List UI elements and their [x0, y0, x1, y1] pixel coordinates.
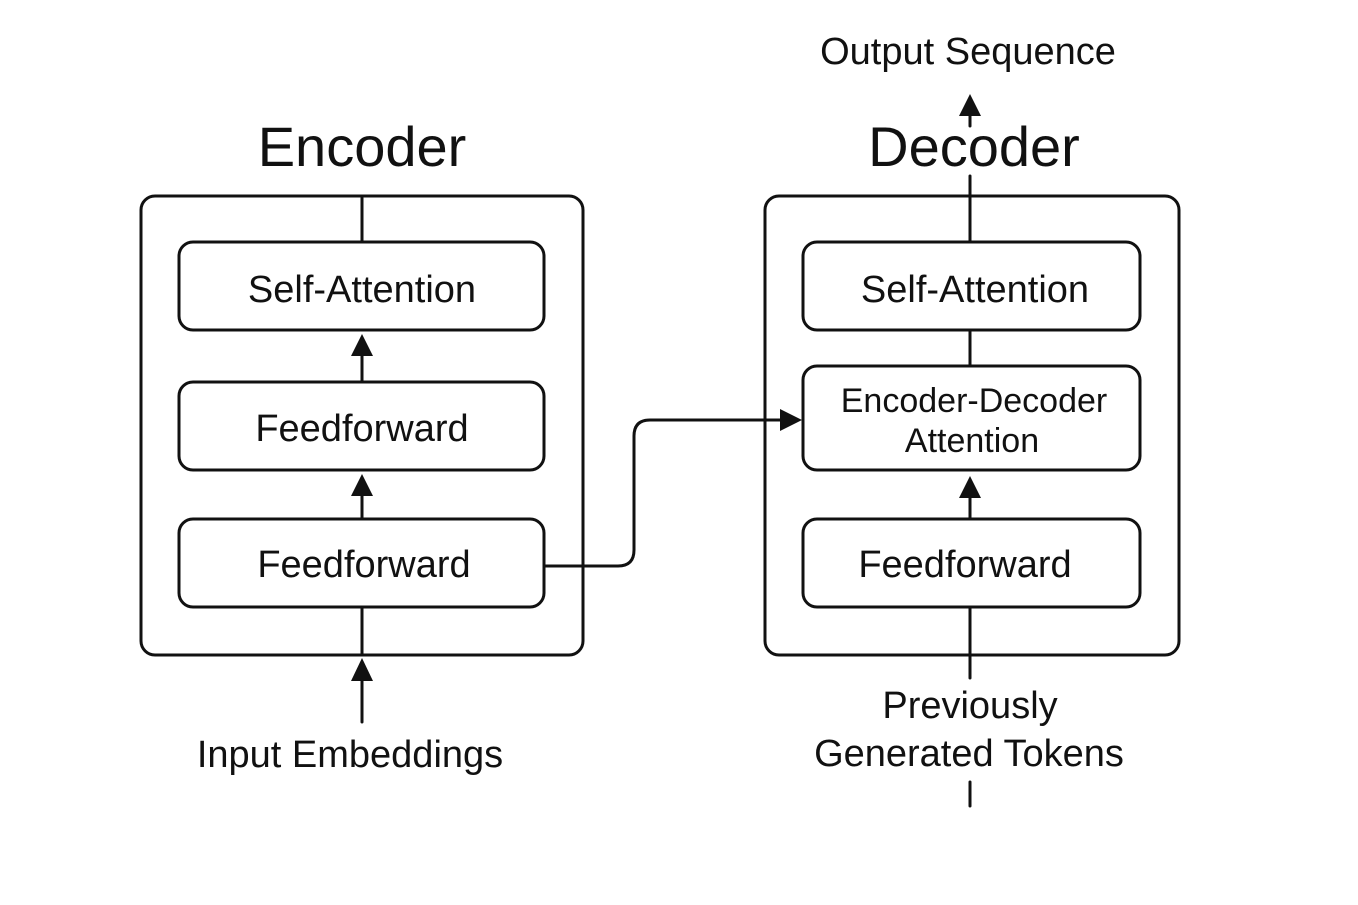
- decoder-feedforward-block: Feedforward: [801, 517, 1142, 609]
- decoder-enc-dec-attention-label-line2: Attention: [905, 422, 1039, 460]
- encoder-feedforward-upper-box: [177, 380, 546, 472]
- encoder-to-decoder-arrow: [542, 409, 802, 568]
- encoder-arrow-ff-to-attention: [351, 334, 373, 384]
- encoder-arrow-ff-to-ff: [351, 474, 373, 521]
- encoder-self-attention-block: Self-Attention: [177, 240, 546, 332]
- encoder-self-attention-label: Self-Attention: [248, 269, 476, 311]
- decoder-input-label-line2: Generated Tokens: [814, 733, 1124, 775]
- decoder-self-attention-block: Self-Attention: [801, 240, 1142, 332]
- encoder-feedforward-upper-label: Feedforward: [255, 408, 468, 450]
- decoder-arrow-ff-to-attention: [959, 476, 981, 521]
- decoder-feedforward-label: Feedforward: [858, 544, 1071, 586]
- encoder-input-arrow: [351, 658, 373, 724]
- decoder-enc-dec-attention-label-line1: Encoder-Decoder: [841, 382, 1107, 420]
- decoder-enc-dec-attention-block: Encoder-Decoder Attention: [801, 364, 1142, 472]
- encoder-self-attention-box: [177, 240, 546, 332]
- decoder-section: Output Sequence Decoder Self-Attention E…: [763, 31, 1181, 808]
- decoder-input-label-line1: Previously: [882, 685, 1057, 727]
- encoder-section: Encoder Self-Attention Feedforward Feedf…: [139, 115, 585, 776]
- decoder-self-attention-label: Self-Attention: [861, 269, 1089, 311]
- encoder-feedforward-lower-block: Feedforward: [177, 517, 546, 609]
- decoder-enc-dec-attention-box: [801, 364, 1142, 472]
- decoder-container: [763, 194, 1181, 657]
- encoder-feedforward-upper-block: Feedforward: [177, 380, 546, 472]
- encoder-input-label: Input Embeddings: [197, 734, 503, 776]
- encoder-feedforward-lower-label: Feedforward: [257, 544, 470, 586]
- decoder-title: Decoder: [868, 115, 1080, 178]
- encoder-title: Encoder: [258, 115, 467, 178]
- decoder-output-arrow: [959, 94, 981, 128]
- decoder-output-label: Output Sequence: [820, 31, 1116, 73]
